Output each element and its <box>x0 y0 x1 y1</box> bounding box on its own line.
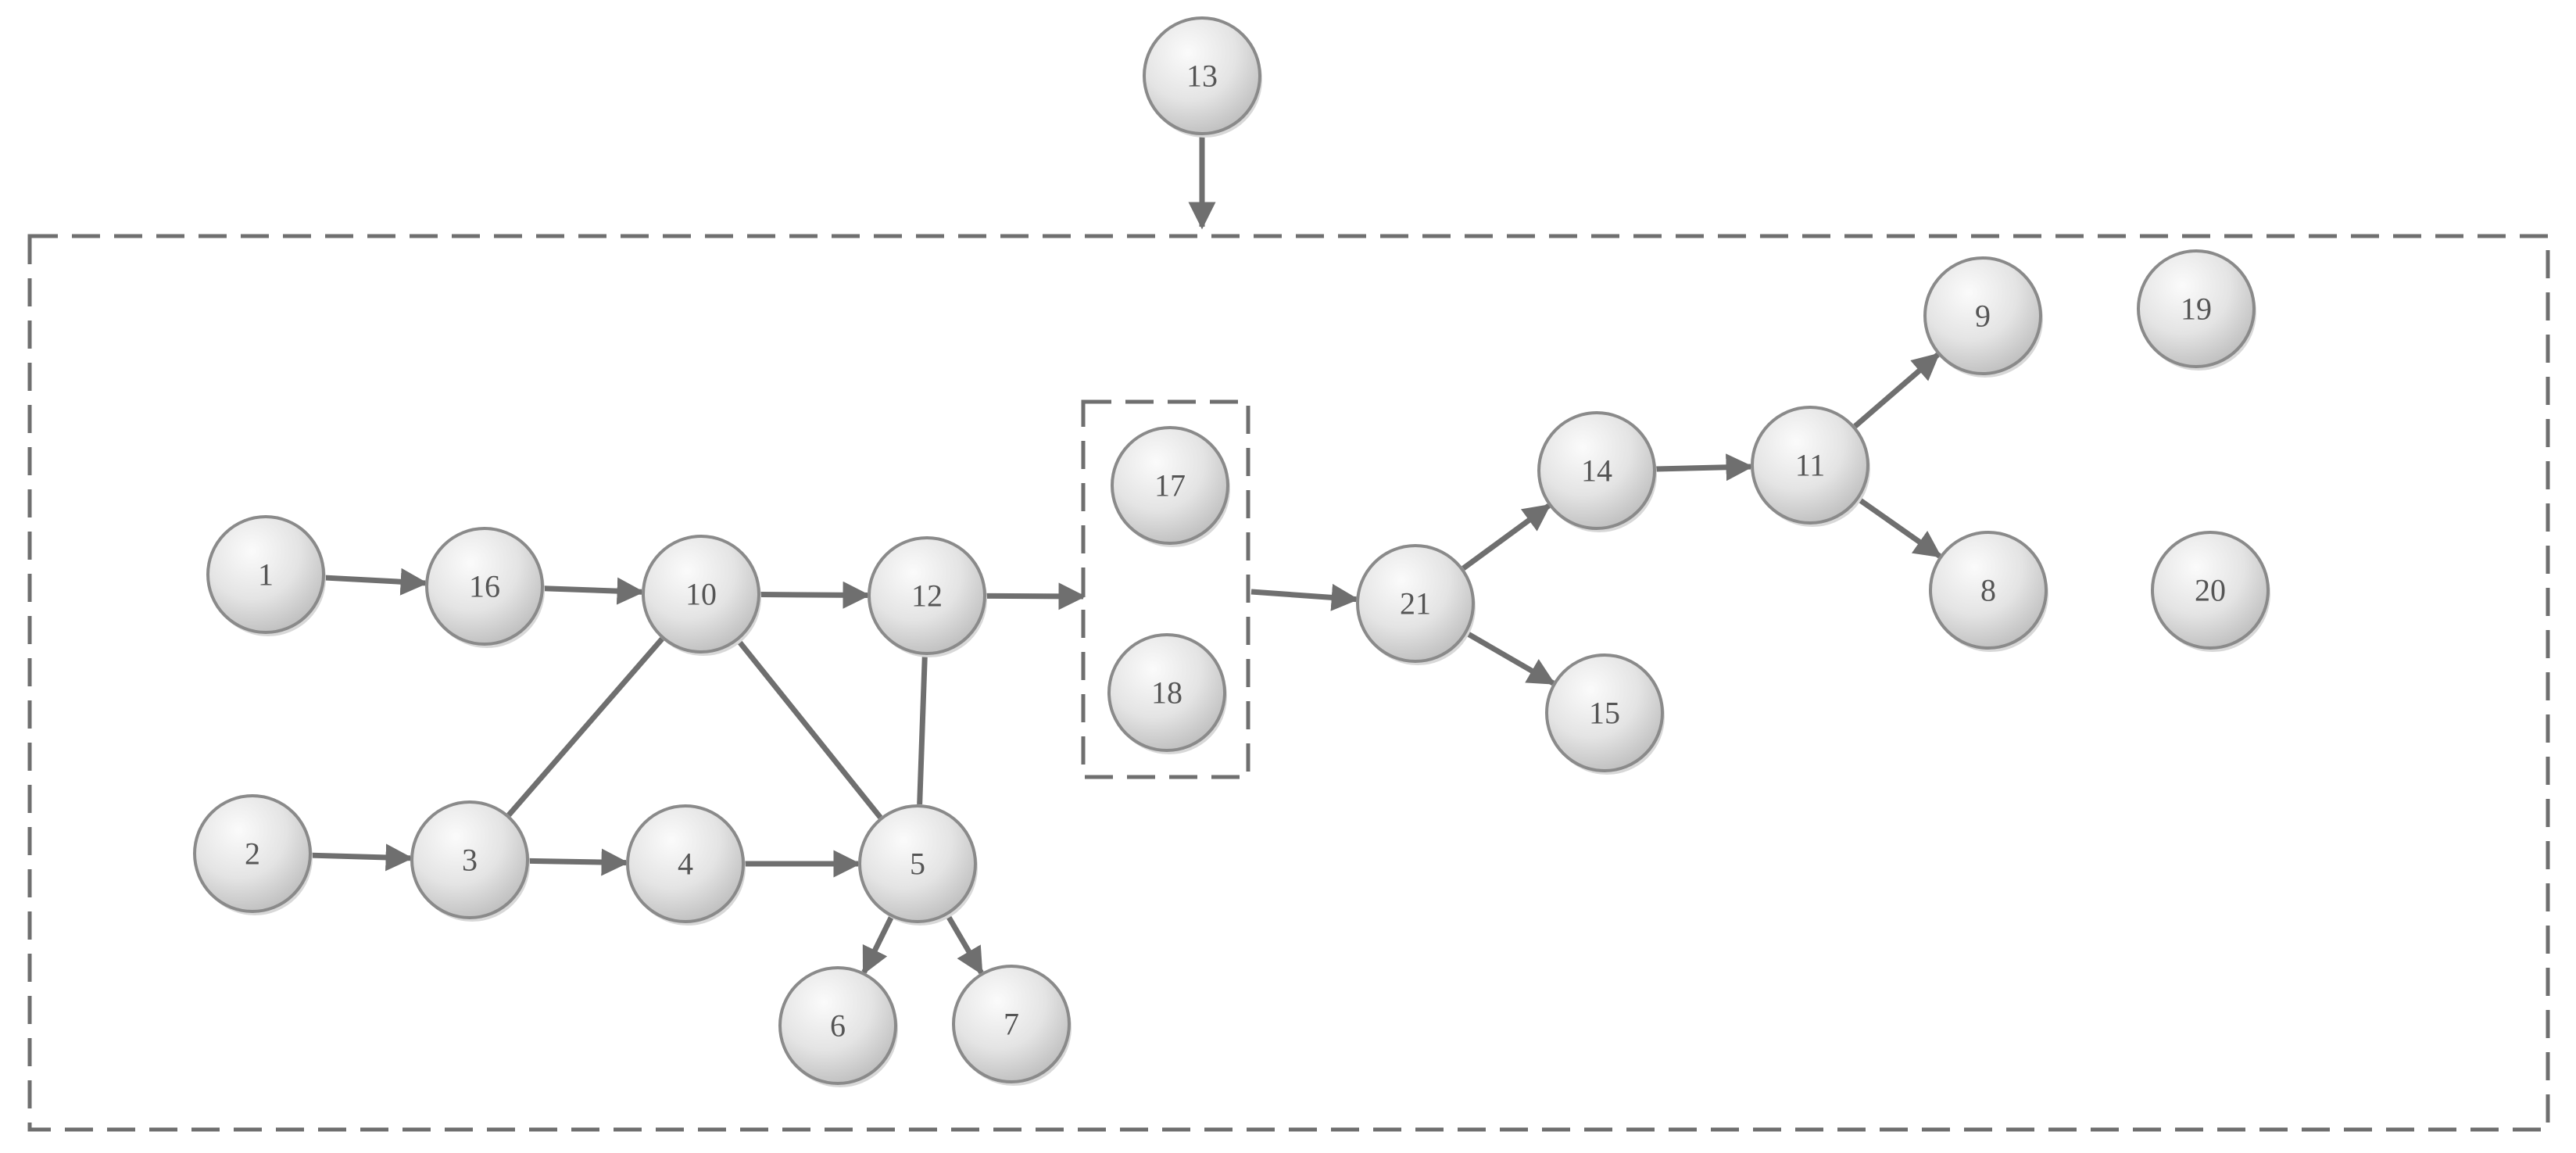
node-9-circle <box>1923 256 2042 375</box>
node-6-circle <box>778 966 897 1085</box>
node-16: 16 <box>425 527 545 648</box>
node-4: 4 <box>626 804 746 926</box>
node-3-label: 3 <box>462 843 478 878</box>
node-19: 19 <box>2137 249 2256 371</box>
node-11: 11 <box>1751 406 1870 527</box>
node-17-label: 17 <box>1154 468 1186 503</box>
node-15-circle <box>1545 653 1664 772</box>
node-8-circle <box>1929 531 2048 650</box>
edge-21-to-14 <box>1462 503 1551 571</box>
edge-group-17-18-to-21 <box>1250 583 1359 611</box>
node-12: 12 <box>868 536 987 657</box>
edges-layer <box>311 135 1942 976</box>
node-13-circle <box>1143 16 1261 135</box>
node-6: 6 <box>778 966 898 1087</box>
edge-11-to-9 <box>1853 353 1941 428</box>
node-7-label: 7 <box>1004 1007 1019 1042</box>
node-9: 9 <box>1923 256 2043 378</box>
node-19-circle <box>2137 249 2256 368</box>
edge-3-to-4 <box>528 848 629 876</box>
node-10: 10 <box>642 535 761 656</box>
node-5-circle <box>858 804 977 923</box>
node-13-label: 13 <box>1186 59 1218 94</box>
node-17: 17 <box>1111 426 1230 547</box>
node-13: 13 <box>1143 16 1262 138</box>
node-15: 15 <box>1545 653 1665 775</box>
node-14-circle <box>1537 411 1656 530</box>
edge-2-to-3 <box>311 843 413 872</box>
edge-16-to-10 <box>543 577 645 605</box>
edge-5-to-7 <box>945 913 984 976</box>
node-18-label: 18 <box>1151 675 1182 711</box>
node-1-circle <box>206 515 325 634</box>
node-19-label: 19 <box>2181 292 2212 327</box>
node-3-circle <box>410 800 529 919</box>
node-10-label: 10 <box>685 577 717 612</box>
node-18-circle <box>1107 633 1226 752</box>
node-9-label: 9 <box>1975 299 1991 334</box>
node-15-label: 15 <box>1589 696 1620 731</box>
node-16-label: 16 <box>469 569 500 604</box>
node-6-label: 6 <box>830 1008 846 1044</box>
node-18: 18 <box>1107 633 1227 754</box>
node-11-label: 11 <box>1795 448 1826 483</box>
node-5-label: 5 <box>910 847 925 882</box>
node-16-circle <box>425 527 544 646</box>
node-8-label: 8 <box>1980 573 1996 608</box>
outer-boundary <box>27 234 2550 1132</box>
node-21-label: 21 <box>1400 586 1431 621</box>
node-12-circle <box>868 536 986 655</box>
node-3: 3 <box>410 800 530 922</box>
edge-14-to-11 <box>1655 453 1754 482</box>
node-8: 8 <box>1929 531 2048 652</box>
node-17-circle <box>1111 426 1229 545</box>
edge-10-to-12 <box>760 581 871 609</box>
node-1-label: 1 <box>258 557 274 593</box>
node-4-label: 4 <box>678 847 693 882</box>
node-5: 5 <box>858 804 978 926</box>
node-20-circle <box>2151 531 2270 650</box>
node-14: 14 <box>1537 411 1657 532</box>
edge-10-to-5 <box>735 639 883 819</box>
node-2-label: 2 <box>245 836 260 872</box>
node-4-circle <box>626 804 745 923</box>
node-2-circle <box>193 794 312 913</box>
edge-5-to-6 <box>861 915 894 975</box>
node-14-label: 14 <box>1581 453 1612 489</box>
node-2: 2 <box>193 794 313 915</box>
edge-10-to-3 <box>506 637 664 817</box>
node-20-label: 20 <box>2195 573 2226 608</box>
node-20: 20 <box>2151 531 2270 652</box>
edge-21-to-15 <box>1465 631 1556 686</box>
node-1: 1 <box>206 515 326 636</box>
edge-11-to-8 <box>1857 496 1942 559</box>
node-7-circle <box>952 965 1071 1083</box>
edge-1-to-16 <box>324 568 428 596</box>
node-12-label: 12 <box>911 578 943 614</box>
node-7: 7 <box>952 965 1072 1086</box>
node-11-circle <box>1751 406 1869 525</box>
node-21-circle <box>1356 544 1475 663</box>
edge-12-to-5 <box>917 654 928 805</box>
node-10-circle <box>642 535 760 653</box>
node-21: 21 <box>1356 544 1476 665</box>
